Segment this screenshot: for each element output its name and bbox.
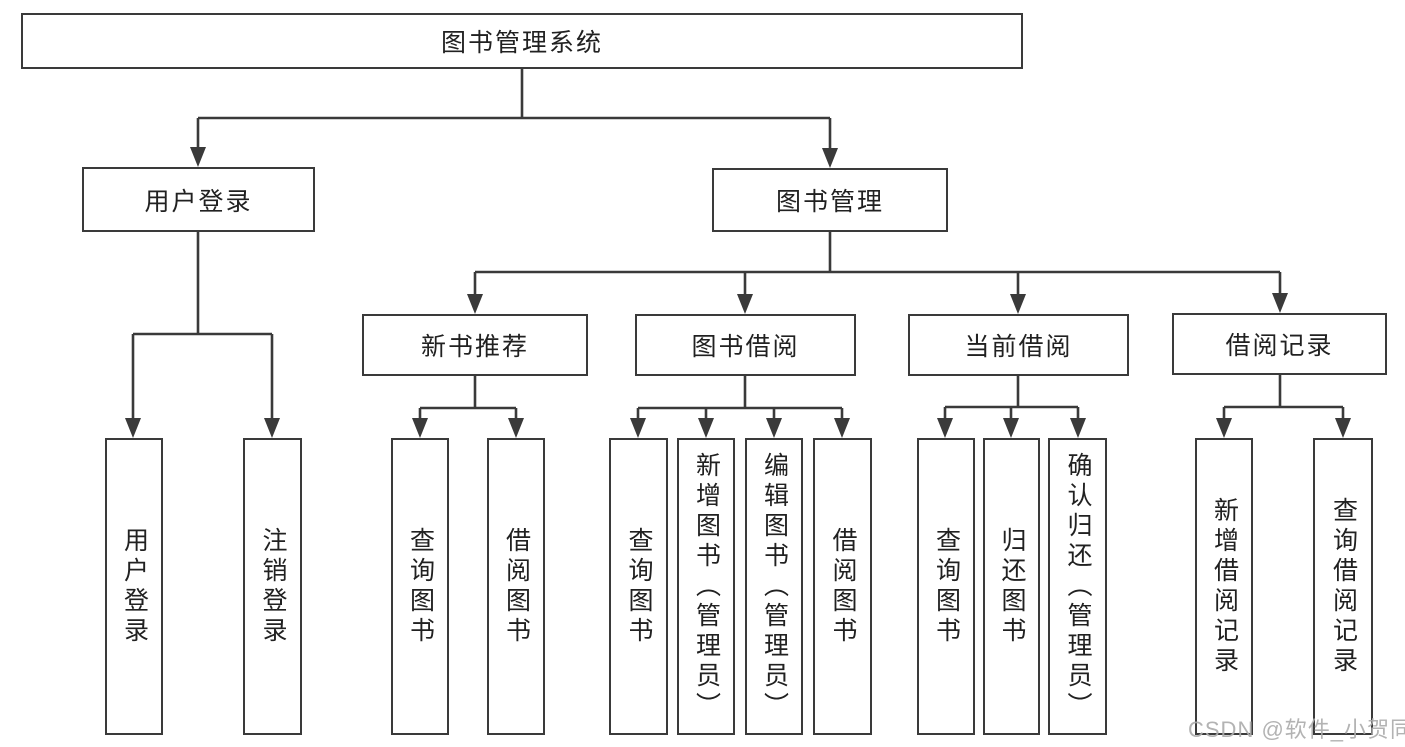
- leaf-confirm-return-admin-label: 确认归还（管理员）: [1064, 451, 1092, 722]
- leaf-query-borrow-record: 查询借阅记录: [1313, 438, 1373, 735]
- leaf-add-borrow-record: 新增借阅记录: [1195, 438, 1253, 735]
- leaf-current-query-book: 查询图书: [917, 438, 975, 735]
- leaf-borrow-book: 借阅图书: [813, 438, 872, 735]
- leaf-recommend-query-book-label: 查询图书: [406, 526, 435, 647]
- node-book-borrow-label: 图书借阅: [691, 333, 800, 361]
- node-current-borrow: 当前借阅: [908, 314, 1129, 376]
- leaf-return-book-label: 归还图书: [998, 526, 1026, 647]
- leaf-query-borrow-record-label: 查询借阅记录: [1329, 496, 1358, 677]
- node-book-management: 图书管理: [712, 168, 948, 232]
- leaf-recommend-borrow-book-label: 借阅图书: [502, 526, 531, 647]
- leaf-logout: 注销登录: [243, 438, 302, 735]
- node-new-book-recommend: 新书推荐: [362, 314, 588, 376]
- csdn-watermark: CSDN @软件_小贺同学: [1188, 717, 1405, 742]
- edge-book-management-to-level3: [467, 232, 1288, 314]
- node-user-login: 用户登录: [82, 167, 315, 232]
- node-root-system-label: 图书管理系统: [440, 29, 603, 57]
- leaf-user-login-label: 用户登录: [120, 526, 149, 647]
- leaf-logout-label: 注销登录: [259, 526, 287, 647]
- leaf-current-query-book-label: 查询图书: [932, 526, 961, 647]
- leaf-edit-book-admin: 编辑图书（管理员）: [745, 438, 803, 735]
- leaf-confirm-return-admin: 确认归还（管理员）: [1048, 438, 1107, 735]
- leaf-borrow-query-book: 查询图书: [609, 438, 668, 735]
- node-current-borrow-label: 当前借阅: [964, 333, 1073, 361]
- leaf-recommend-query-book: 查询图书: [391, 438, 449, 735]
- node-user-login-label: 用户登录: [144, 187, 253, 216]
- edge-borrow-record-to-leaves: [1216, 375, 1351, 438]
- leaf-borrow-query-book-label: 查询图书: [625, 526, 653, 647]
- edge-new-book-to-leaves: [412, 376, 524, 438]
- node-book-management-label: 图书管理: [775, 188, 884, 216]
- leaf-add-book-admin: 新增图书（管理员）: [677, 438, 735, 735]
- leaf-return-book: 归还图书: [983, 438, 1040, 735]
- leaf-recommend-borrow-book: 借阅图书: [487, 438, 545, 735]
- node-new-book-recommend-label: 新书推荐: [420, 333, 529, 361]
- node-root-system: 图书管理系统: [21, 13, 1023, 69]
- leaf-add-borrow-record-label: 新增借阅记录: [1210, 496, 1239, 677]
- leaf-user-login: 用户登录: [105, 438, 163, 735]
- node-borrow-record-label: 借阅记录: [1225, 332, 1334, 360]
- edge-user-login-to-leaves: [125, 232, 280, 438]
- leaf-borrow-book-label: 借阅图书: [829, 526, 857, 647]
- leaf-add-book-admin-label: 新增图书（管理员）: [692, 451, 721, 722]
- edge-root-to-level2: [190, 69, 838, 168]
- node-book-borrow: 图书借阅: [635, 314, 856, 376]
- edge-book-borrow-to-leaves: [630, 376, 850, 438]
- leaf-edit-book-admin-label: 编辑图书（管理员）: [760, 451, 789, 722]
- node-borrow-record: 借阅记录: [1172, 313, 1387, 375]
- edge-current-borrow-to-leaves: [937, 376, 1086, 438]
